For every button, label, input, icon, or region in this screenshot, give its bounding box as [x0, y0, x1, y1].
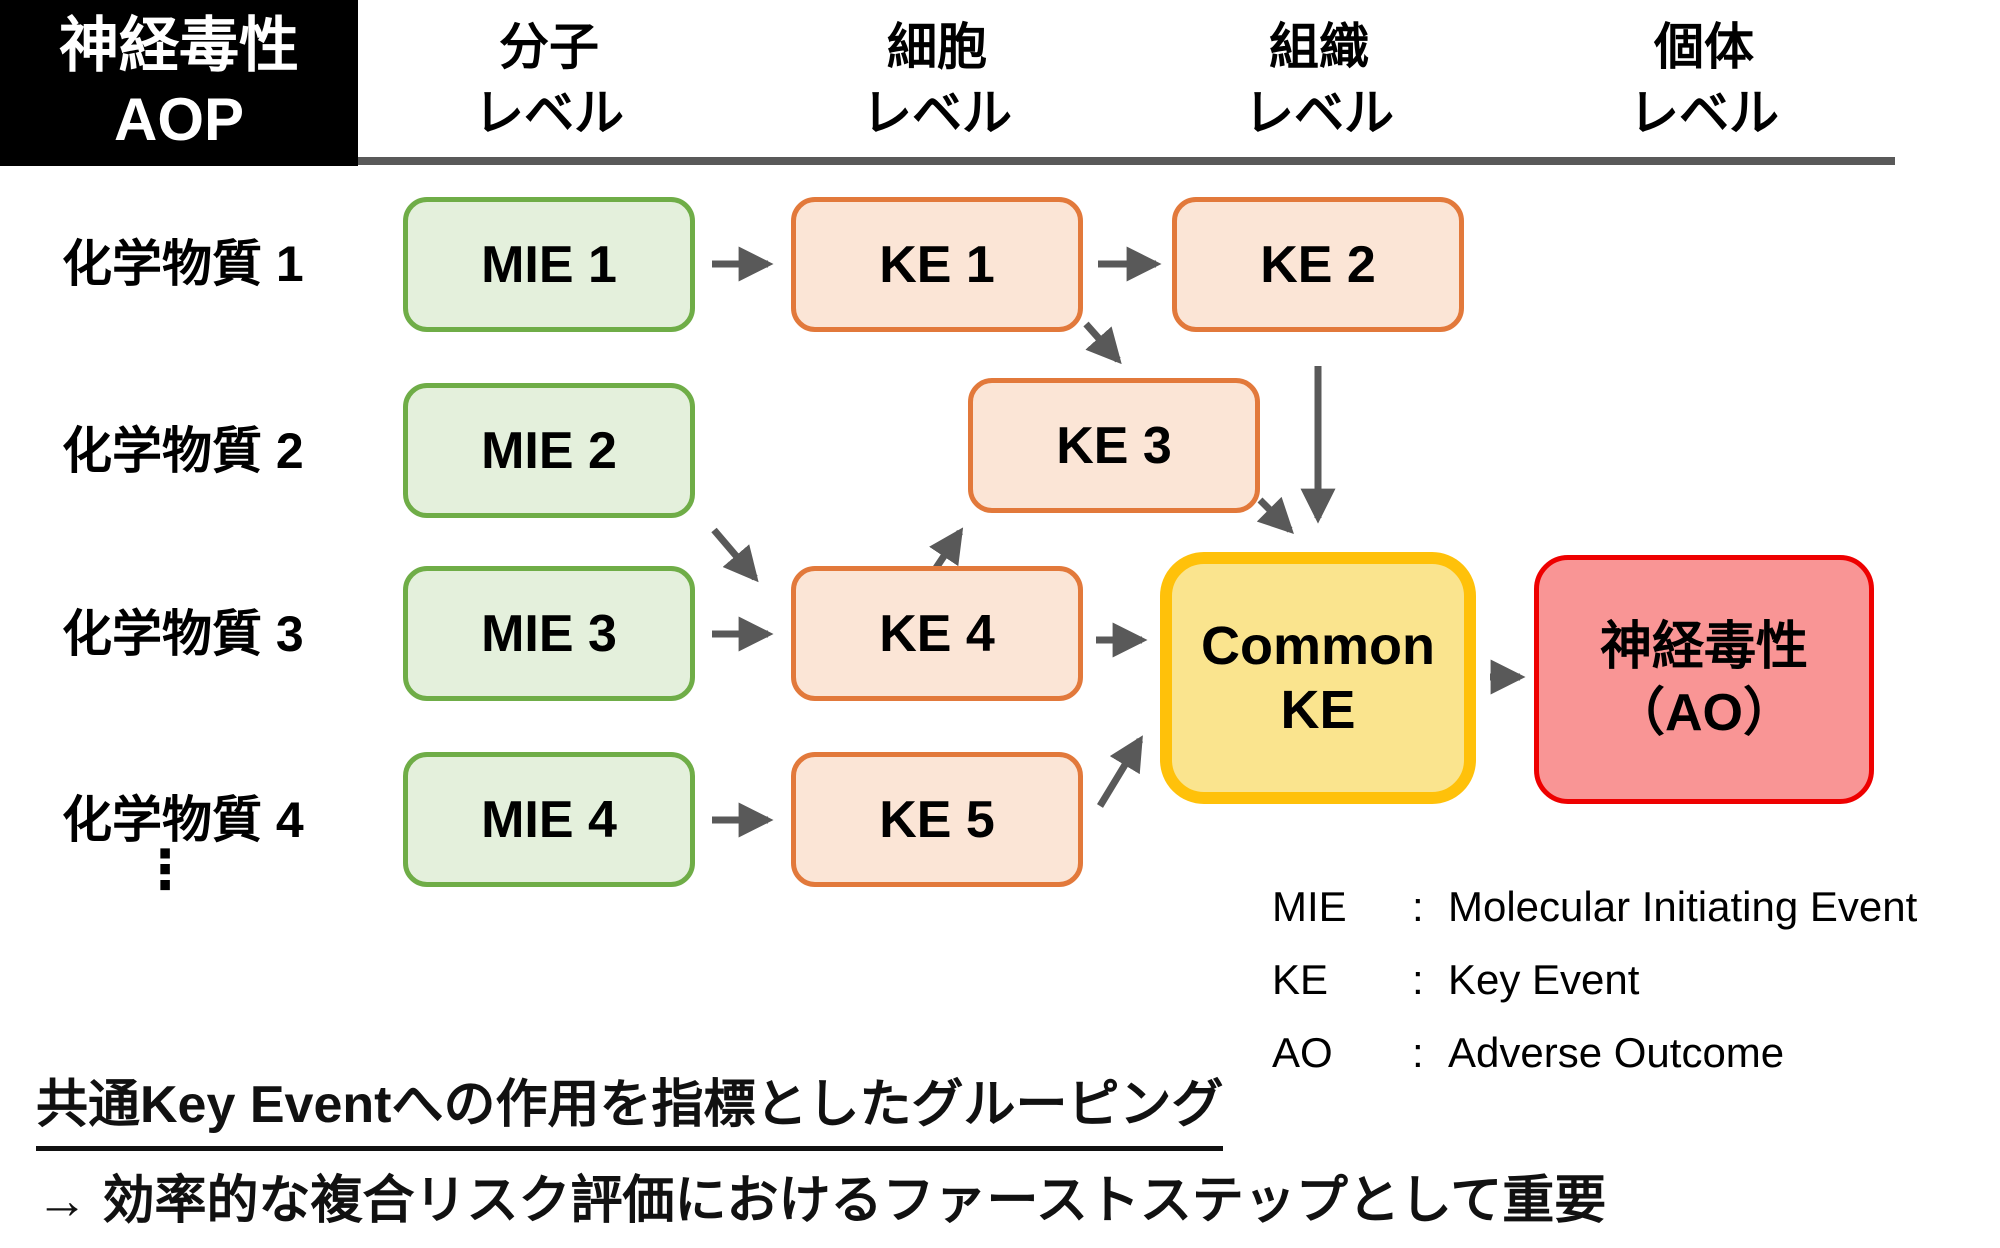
column-header-text: 個体 — [1654, 19, 1754, 75]
legend-row-ke: KE : Key Event — [1272, 943, 1917, 1016]
column-header-text: レベル — [1244, 85, 1394, 141]
title-line1: 神経毒性 — [59, 12, 299, 79]
arrow-ke3-common — [1256, 496, 1294, 534]
node-common-ke: Common KE — [1160, 552, 1476, 804]
row-label-chemical-1: 化学物質 1 — [62, 236, 304, 292]
ao-line1: 神経毒性 — [1599, 617, 1808, 676]
footer-grouping-text: 共通Key Eventへの作用を指標としたグルーピング — [36, 1062, 1224, 1151]
column-header-text: レベル — [1629, 85, 1779, 141]
legend-term: MIE — [1272, 882, 1347, 930]
arrow-ke1-ke3 — [1083, 321, 1122, 365]
title-line2: AOP — [113, 86, 245, 153]
arrow-mie2-ke4 — [711, 527, 759, 583]
column-header-text: 分子 — [499, 19, 599, 75]
legend-term: KE — [1272, 955, 1329, 1003]
legend-definition: Molecular Initiating Event — [1448, 882, 1918, 930]
arrow-ke5-common — [1097, 735, 1143, 808]
title-box: 神経毒性 AOP — [0, 0, 358, 166]
node-ke2: KE 2 — [1172, 197, 1464, 332]
row-label-chemical-2: 化学物質 2 — [62, 423, 304, 479]
column-header-cellular: 細胞 レベル — [787, 14, 1087, 146]
column-header-tissue: 組織 レベル — [1169, 14, 1469, 146]
node-ke1: KE 1 — [791, 197, 1083, 332]
legend-term: AO — [1272, 1028, 1333, 1076]
row-label-chemical-3: 化学物質 3 — [62, 606, 304, 662]
node-mie3: MIE 3 — [403, 566, 695, 701]
common-ke-line1: Common — [1201, 616, 1435, 676]
column-header-text: レベル — [474, 85, 624, 141]
legend-row-ao: AO : Adverse Outcome — [1272, 1016, 1917, 1089]
legend-definition: Key Event — [1448, 955, 1640, 1003]
common-ke-line2: KE — [1280, 680, 1356, 740]
row-labels-ellipsis: ⋮ — [138, 840, 192, 900]
column-header-molecular: 分子 レベル — [399, 14, 699, 146]
node-ke4: KE 4 — [791, 566, 1083, 701]
node-mie2: MIE 2 — [403, 383, 695, 518]
column-header-text: レベル — [862, 85, 1012, 141]
node-mie4: MIE 4 — [403, 752, 695, 887]
legend-row-mie: MIE : Molecular Initiating Event — [1272, 870, 1917, 943]
legend-definition: Adverse Outcome — [1448, 1028, 1785, 1076]
column-header-text: 組織 — [1269, 19, 1369, 75]
ao-line2: （AO） — [1612, 683, 1795, 742]
legend-separator: : — [1412, 955, 1424, 1003]
node-mie1: MIE 1 — [403, 197, 695, 332]
column-header-individual: 個体 レベル — [1554, 14, 1854, 146]
footer-firststep-statement: → 効率的な複合リスク評価におけるファーストステップとして重要 — [36, 1172, 1607, 1230]
row-label-chemical-4: 化学物質 4 — [62, 792, 304, 848]
footer-grouping-statement: 共通Key Eventへの作用を指標としたグルーピング — [36, 1062, 1224, 1151]
node-adverse-outcome: 神経毒性 （AO） — [1534, 555, 1874, 804]
node-ke3: KE 3 — [968, 378, 1260, 513]
legend: MIE : Molecular Initiating Event KE : Ke… — [1272, 870, 1917, 1089]
node-ke5: KE 5 — [791, 752, 1083, 887]
legend-separator: : — [1412, 882, 1424, 930]
header-divider — [0, 157, 1895, 165]
column-header-text: 細胞 — [887, 19, 987, 75]
legend-separator: : — [1412, 1028, 1424, 1076]
